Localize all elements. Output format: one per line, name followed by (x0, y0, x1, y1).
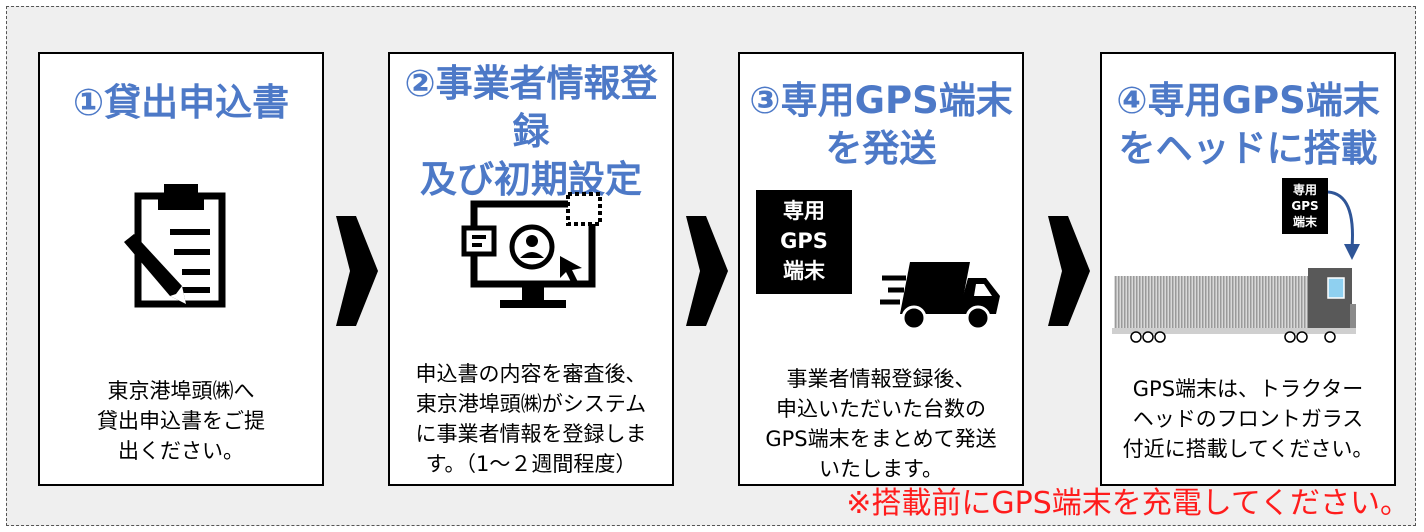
gps-device-label: 専用 GPS 端末 (756, 190, 852, 294)
step-2-card: ②事業者情報登録 及び初期設定 申込書の内容を審査後、 東京港埠頭㈱がシステム … (388, 52, 674, 486)
step-2-title-line: 及び初期設定 (420, 158, 642, 201)
chevron-right-icon (1048, 216, 1090, 326)
step-3-desc-line: いたします。 (819, 457, 943, 481)
gps-device-label: 専用 GPS 端末 (1282, 178, 1328, 234)
step-1-desc-line: 貸出申込書をご提 (97, 409, 265, 433)
step-1-desc-line: 東京港埠頭㈱へ (107, 379, 255, 403)
step-2-desc-line: 申込書の内容を審査後、 (415, 362, 647, 386)
step-2-desc-line: す。（1～２週間程度） (425, 452, 637, 476)
step-3-description: 事業者情報登録後、 申込いただいた台数の GPS端末をまとめて発送 いたします。 (740, 364, 1022, 484)
step-1-card: ①貸出申込書 東京港埠頭㈱へ 貸出申込書をご提 出ください。 (38, 52, 324, 486)
step-4-desc-line: 付近に搭載してください。 (1122, 437, 1374, 461)
step-4-title: ④専用GPS端末 をヘッドに搭載 (1102, 77, 1394, 173)
step-4-title-line: ④専用GPS端末 (1116, 79, 1380, 122)
step-3-title-line: ③専用GPS端末 (749, 79, 1013, 122)
step-3-card: ③専用GPS端末 を発送 専用 GPS 端末 事業者情報登録後、 申込いただいた… (738, 52, 1024, 486)
step-4-description: GPS端末は、トラクター ヘッドのフロントガラス 付近に搭載してください。 (1102, 374, 1394, 464)
step-1-desc-line: 出ください。 (118, 439, 244, 463)
trailer-truck-icon (1112, 268, 1356, 343)
step-3-title: ③専用GPS端末 を発送 (740, 77, 1022, 173)
step-4-card: ④専用GPS端末 をヘッドに搭載 専用 GPS 端末 GPS端末は、トラクター … (1100, 52, 1396, 486)
step-3-title-line: を発送 (825, 127, 937, 170)
gps-device-label-line: GPS (780, 229, 828, 253)
gps-device-label-line: 専用 (783, 199, 825, 223)
gps-device-label-line: GPS (1291, 199, 1319, 213)
step-2-desc-line: に事業者情報を登録しま (415, 422, 647, 446)
gps-device-label-line: 端末 (783, 259, 825, 283)
step-1-description: 東京港埠頭㈱へ 貸出申込書をご提 出ください。 (40, 376, 322, 466)
step-2-title-line: ②事業者情報登録 (404, 62, 658, 153)
charging-note: ※搭載前にGPS端末を充電してください。 (846, 486, 1410, 521)
clipboard-pen-icon (124, 184, 226, 308)
step-4-desc-line: ヘッドのフロントガラス (1132, 407, 1364, 431)
step-2-desc-line: 東京港埠頭㈱がシステム (415, 392, 647, 416)
step-1-title-line: ①貸出申込書 (72, 81, 290, 124)
truck-icon (880, 262, 1000, 331)
step-2-description: 申込書の内容を審査後、 東京港埠頭㈱がシステム に事業者情報を登録しま す。（1… (390, 359, 672, 479)
chevron-right-icon (686, 216, 728, 326)
step-3-desc-line: 事業者情報登録後、 (786, 367, 976, 391)
gps-device-label-line: 専用 (1292, 183, 1317, 197)
step-1-title: ①貸出申込書 (40, 79, 322, 127)
step-3-desc-line: GPS端末をまとめて発送 (765, 427, 997, 451)
step-3-desc-line: 申込いただいた台数の (776, 397, 986, 421)
chevron-right-icon (336, 216, 378, 326)
gps-device-label-line: 端末 (1292, 215, 1317, 229)
step-2-title: ②事業者情報登録 及び初期設定 (390, 60, 672, 204)
step-4-title-line: をヘッドに搭載 (1118, 127, 1378, 170)
curved-arrow-icon (1327, 190, 1360, 260)
step-4-desc-line: GPS端末は、トラクター (1132, 377, 1364, 401)
monitor-user-icon (461, 192, 602, 308)
